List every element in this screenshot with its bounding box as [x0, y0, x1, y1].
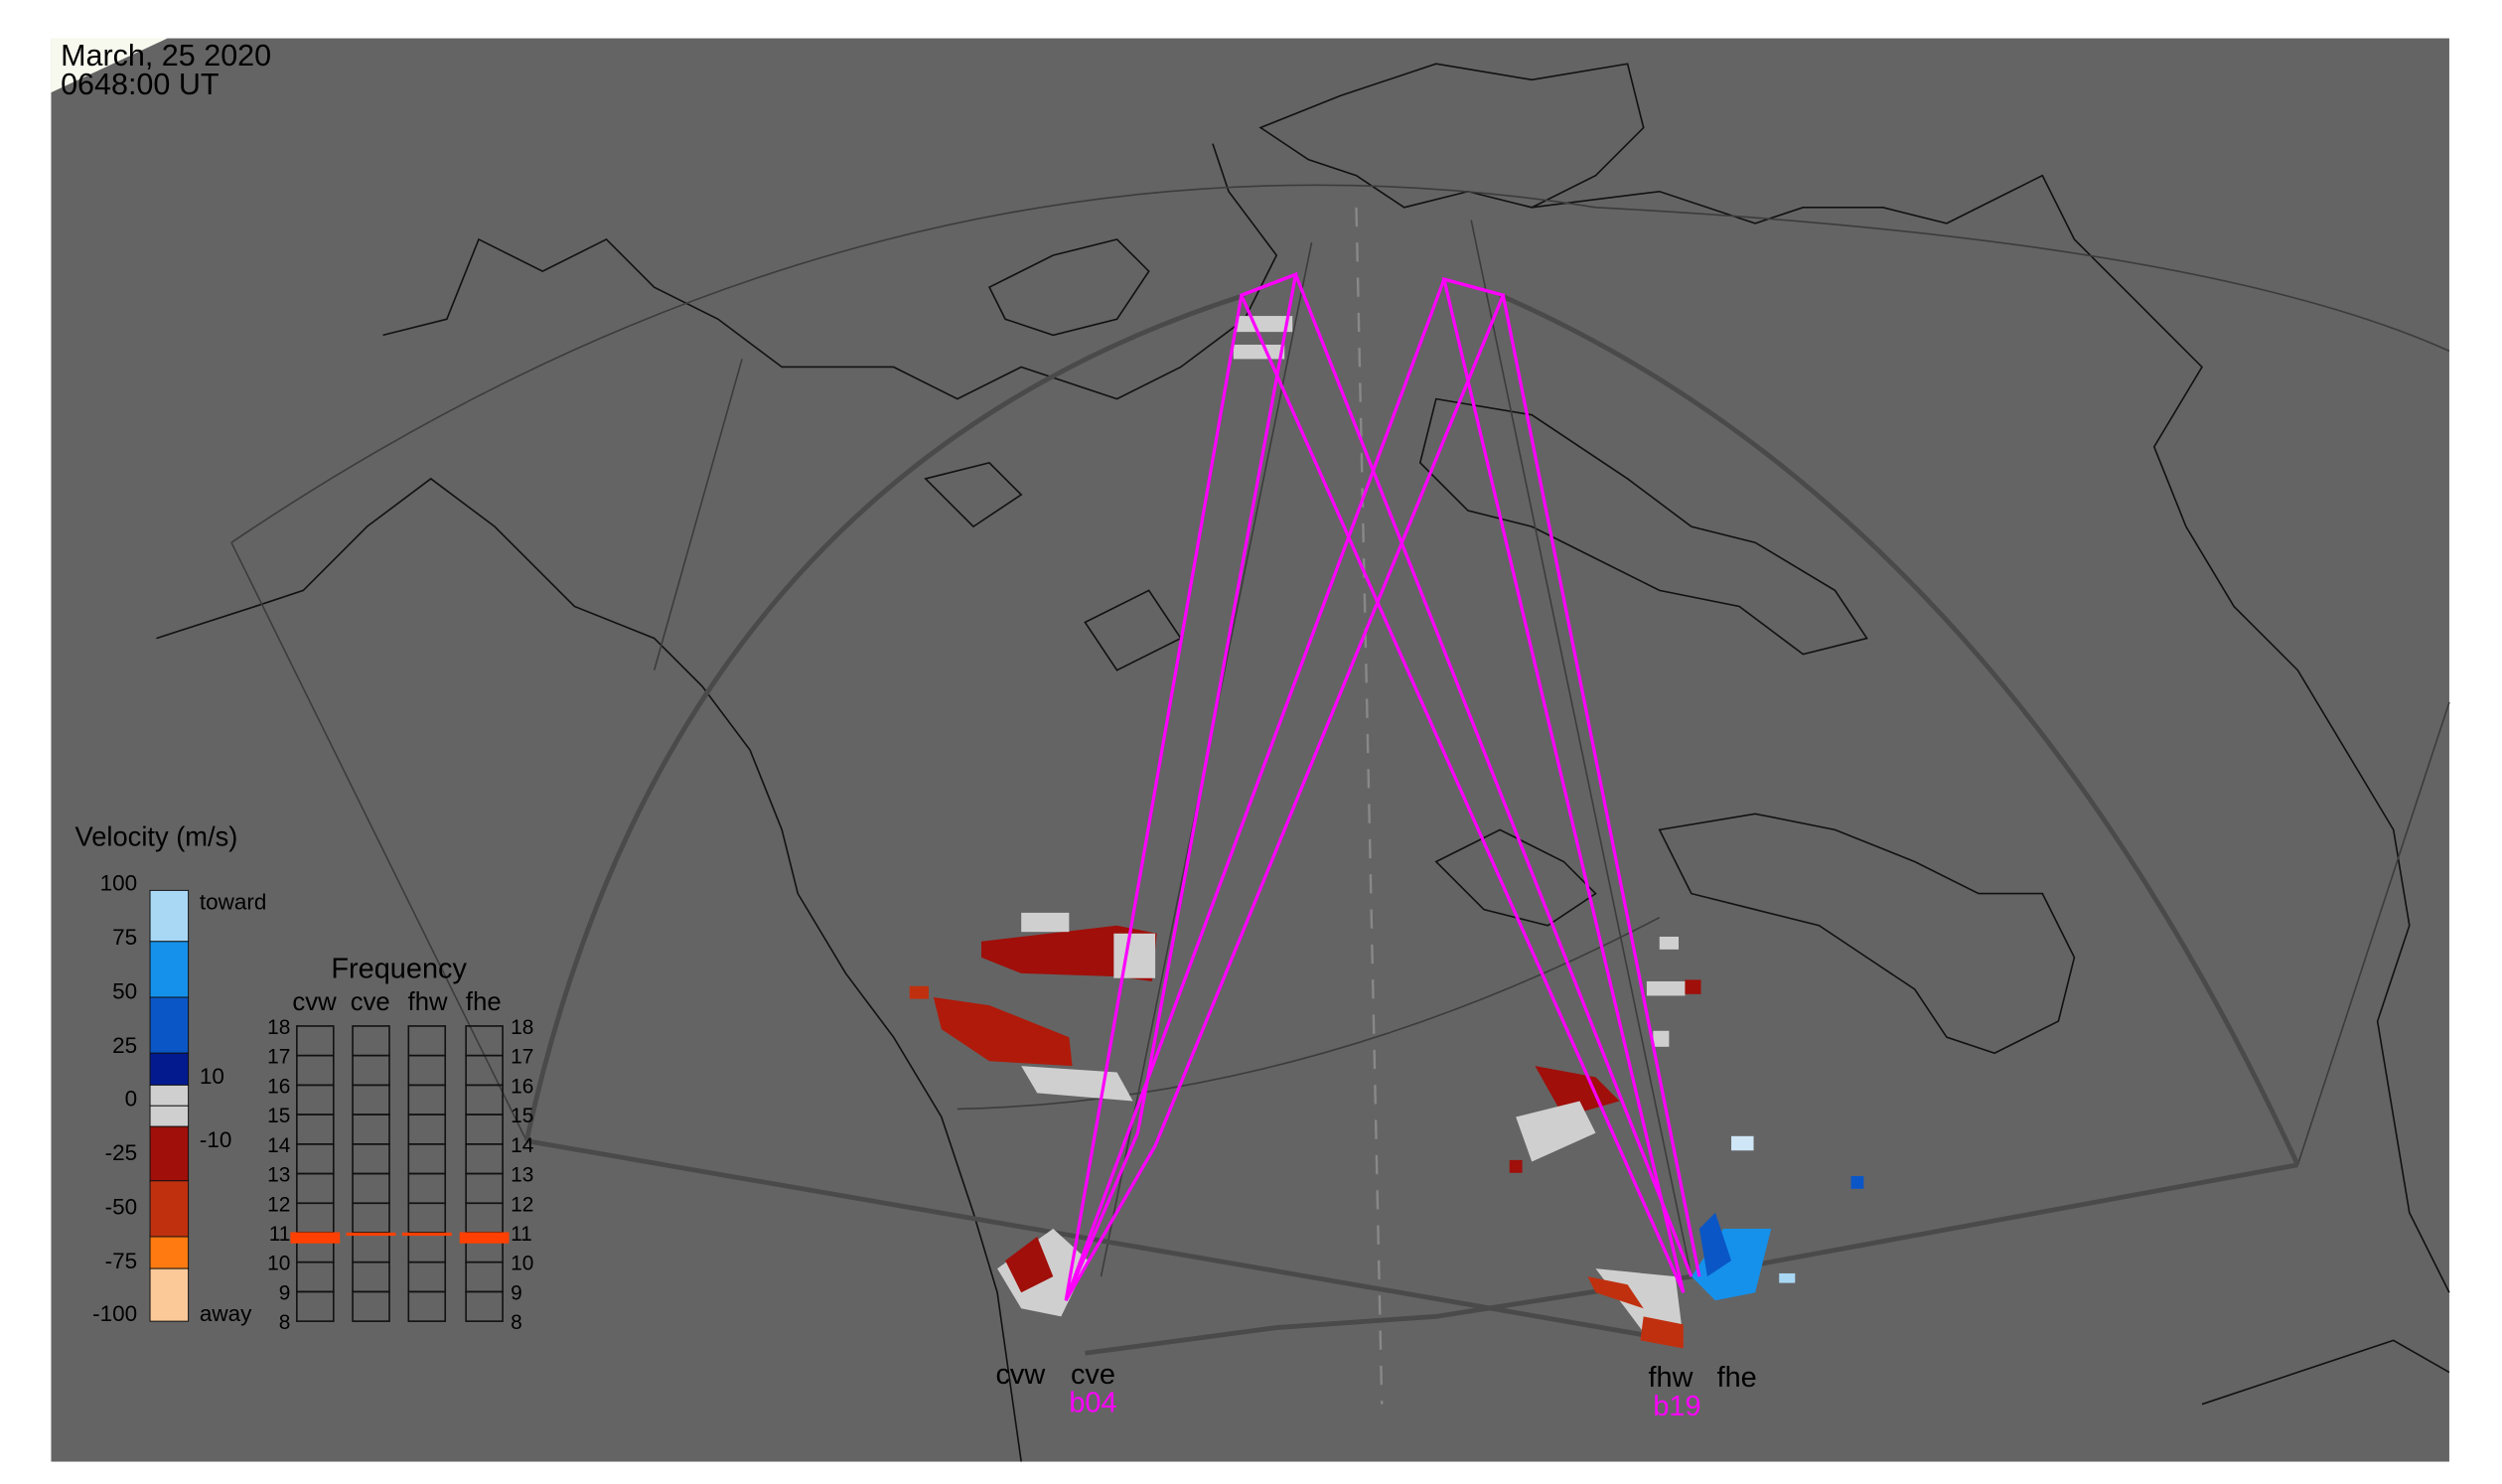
- colorbar-segment: [149, 889, 190, 943]
- freq-tick-right: 14: [511, 1134, 533, 1157]
- freq-tick-right: 10: [511, 1253, 533, 1275]
- map-background: [51, 38, 2449, 1462]
- colorbar-segment: [149, 1105, 190, 1127]
- frequency-marker: [401, 1232, 452, 1237]
- velocity-tick: 0: [125, 1086, 138, 1111]
- frequency-cell: [465, 1025, 504, 1057]
- colorbar-segment: [149, 1052, 190, 1086]
- radar-label-fhw: fhw: [1649, 1362, 1693, 1394]
- coastlines: [156, 63, 2450, 1462]
- freq-tick-right: 11: [511, 1223, 532, 1246]
- freq-col-label: fhe: [466, 988, 502, 1016]
- frequency-cell: [296, 1025, 335, 1057]
- frequency-marker: [290, 1232, 341, 1244]
- colorbar-segment: [149, 941, 190, 998]
- freq-tick-left: 17: [267, 1046, 290, 1069]
- freq-tick-left: 18: [267, 1016, 290, 1039]
- colorbar-segment: [149, 1125, 190, 1182]
- radar-label-cve: cve: [1071, 1359, 1115, 1391]
- freq-col-label: cvw: [292, 988, 337, 1016]
- freq-tick-right: 9: [511, 1281, 522, 1304]
- velocity-tick: -25: [105, 1140, 137, 1165]
- freq-tick-left: 15: [267, 1105, 290, 1127]
- freq-tick-left: 8: [279, 1311, 291, 1334]
- freq-tick-left: 10: [267, 1253, 290, 1275]
- colorbar-segment: [149, 1236, 190, 1269]
- freq-tick-right: 15: [511, 1105, 533, 1127]
- velocity-tick: 25: [112, 1033, 137, 1058]
- velocity-tick: -50: [105, 1195, 137, 1220]
- frequency-marker: [346, 1232, 396, 1237]
- fov-outlines: [230, 184, 2450, 1277]
- freq-col-label: cve: [351, 988, 390, 1016]
- velocity-legend-title: Velocity (m/s): [75, 820, 238, 851]
- freq-tick-right: 12: [511, 1193, 533, 1216]
- velocity-tick: -100: [92, 1301, 137, 1326]
- colorbar-segment: [149, 1267, 190, 1322]
- colorbar-segment: [149, 996, 190, 1054]
- velocity-tick: 100: [100, 870, 138, 895]
- frequency-cell: [407, 1025, 447, 1057]
- velocity-tick: -75: [105, 1249, 137, 1273]
- velocity-tick: 75: [112, 925, 137, 950]
- velocity-colorbar: [149, 889, 190, 1322]
- radar-label-cvw: cvw: [995, 1359, 1045, 1391]
- freq-tick-right: 16: [511, 1075, 533, 1098]
- time-label: 0648:00 UT: [61, 68, 219, 101]
- freq-tick-right: 18: [511, 1016, 533, 1039]
- velocity-legend: Velocity (m/s) 100 75 50 25 0 -25 -50 -7…: [75, 820, 267, 1326]
- radar-labels: cvw cve b04 fhw fhe b19: [995, 1359, 1756, 1422]
- colorbar-segment: [149, 1084, 190, 1107]
- threshold-low-label: -10: [200, 1127, 232, 1152]
- freq-tick-left: 11: [269, 1223, 291, 1246]
- date-label: March, 25 2020: [61, 39, 271, 73]
- freq-tick-left: 14: [267, 1134, 290, 1157]
- radar-label-fhe: fhe: [1717, 1362, 1757, 1394]
- freq-tick-right: 17: [511, 1046, 533, 1069]
- freq-tick-left: 13: [267, 1164, 290, 1187]
- echo-cells: [909, 316, 1864, 1349]
- toward-label: toward: [200, 890, 267, 915]
- beam-label-b04: b04: [1069, 1388, 1116, 1419]
- away-label: away: [200, 1301, 252, 1326]
- velocity-tick: 50: [112, 979, 137, 1004]
- beam-label-b19: b19: [1653, 1391, 1700, 1422]
- threshold-high-label: 10: [200, 1064, 224, 1089]
- freq-tick-left: 9: [279, 1281, 291, 1304]
- colorbar-segment: [149, 1180, 190, 1238]
- frequency-cell: [352, 1025, 390, 1057]
- freq-tick-right: 8: [511, 1311, 522, 1334]
- freq-tick-left: 12: [267, 1193, 290, 1216]
- beam-outlines: [1064, 271, 1701, 1302]
- dateline-dashed: [1355, 207, 1384, 1405]
- freq-col-label: fhw: [408, 988, 448, 1016]
- freq-tick-left: 16: [267, 1075, 290, 1098]
- frequency-title: Frequency: [331, 954, 467, 985]
- freq-tick-right: 13: [511, 1164, 533, 1187]
- frequency-panel: Frequency cvw cve fhw fhe 18 18 17 17 16 16 15…: [267, 954, 533, 1334]
- frequency-marker: [459, 1232, 510, 1244]
